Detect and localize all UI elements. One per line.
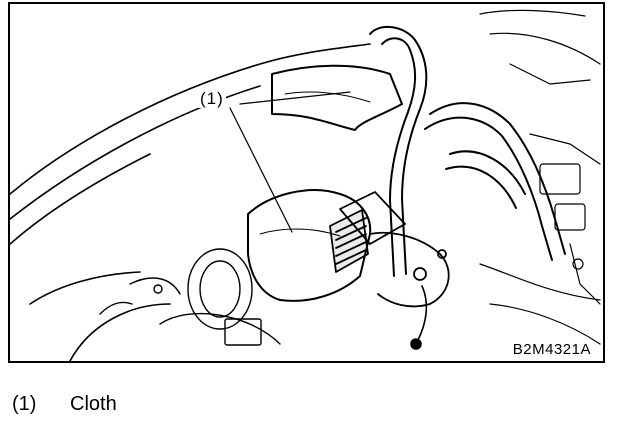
callout-leader-lines [229,91,351,233]
legend-label: Cloth [70,393,117,415]
figure-frame: (1) B2M4321A [8,2,605,363]
legend-key: (1) [12,393,37,415]
headlight-assembly [99,248,281,346]
engine-parts-right [479,9,601,345]
cloth-upper [271,64,403,131]
callout-label-1: (1) [198,89,226,108]
figure-code: B2M4321A [510,341,593,359]
connector-cable [410,285,428,350]
hose-main [369,25,428,277]
legend: (1) Cloth [12,392,117,416]
engine-bay-illustration [10,9,601,361]
pump-assembly [329,191,450,308]
hose-right [424,102,566,261]
